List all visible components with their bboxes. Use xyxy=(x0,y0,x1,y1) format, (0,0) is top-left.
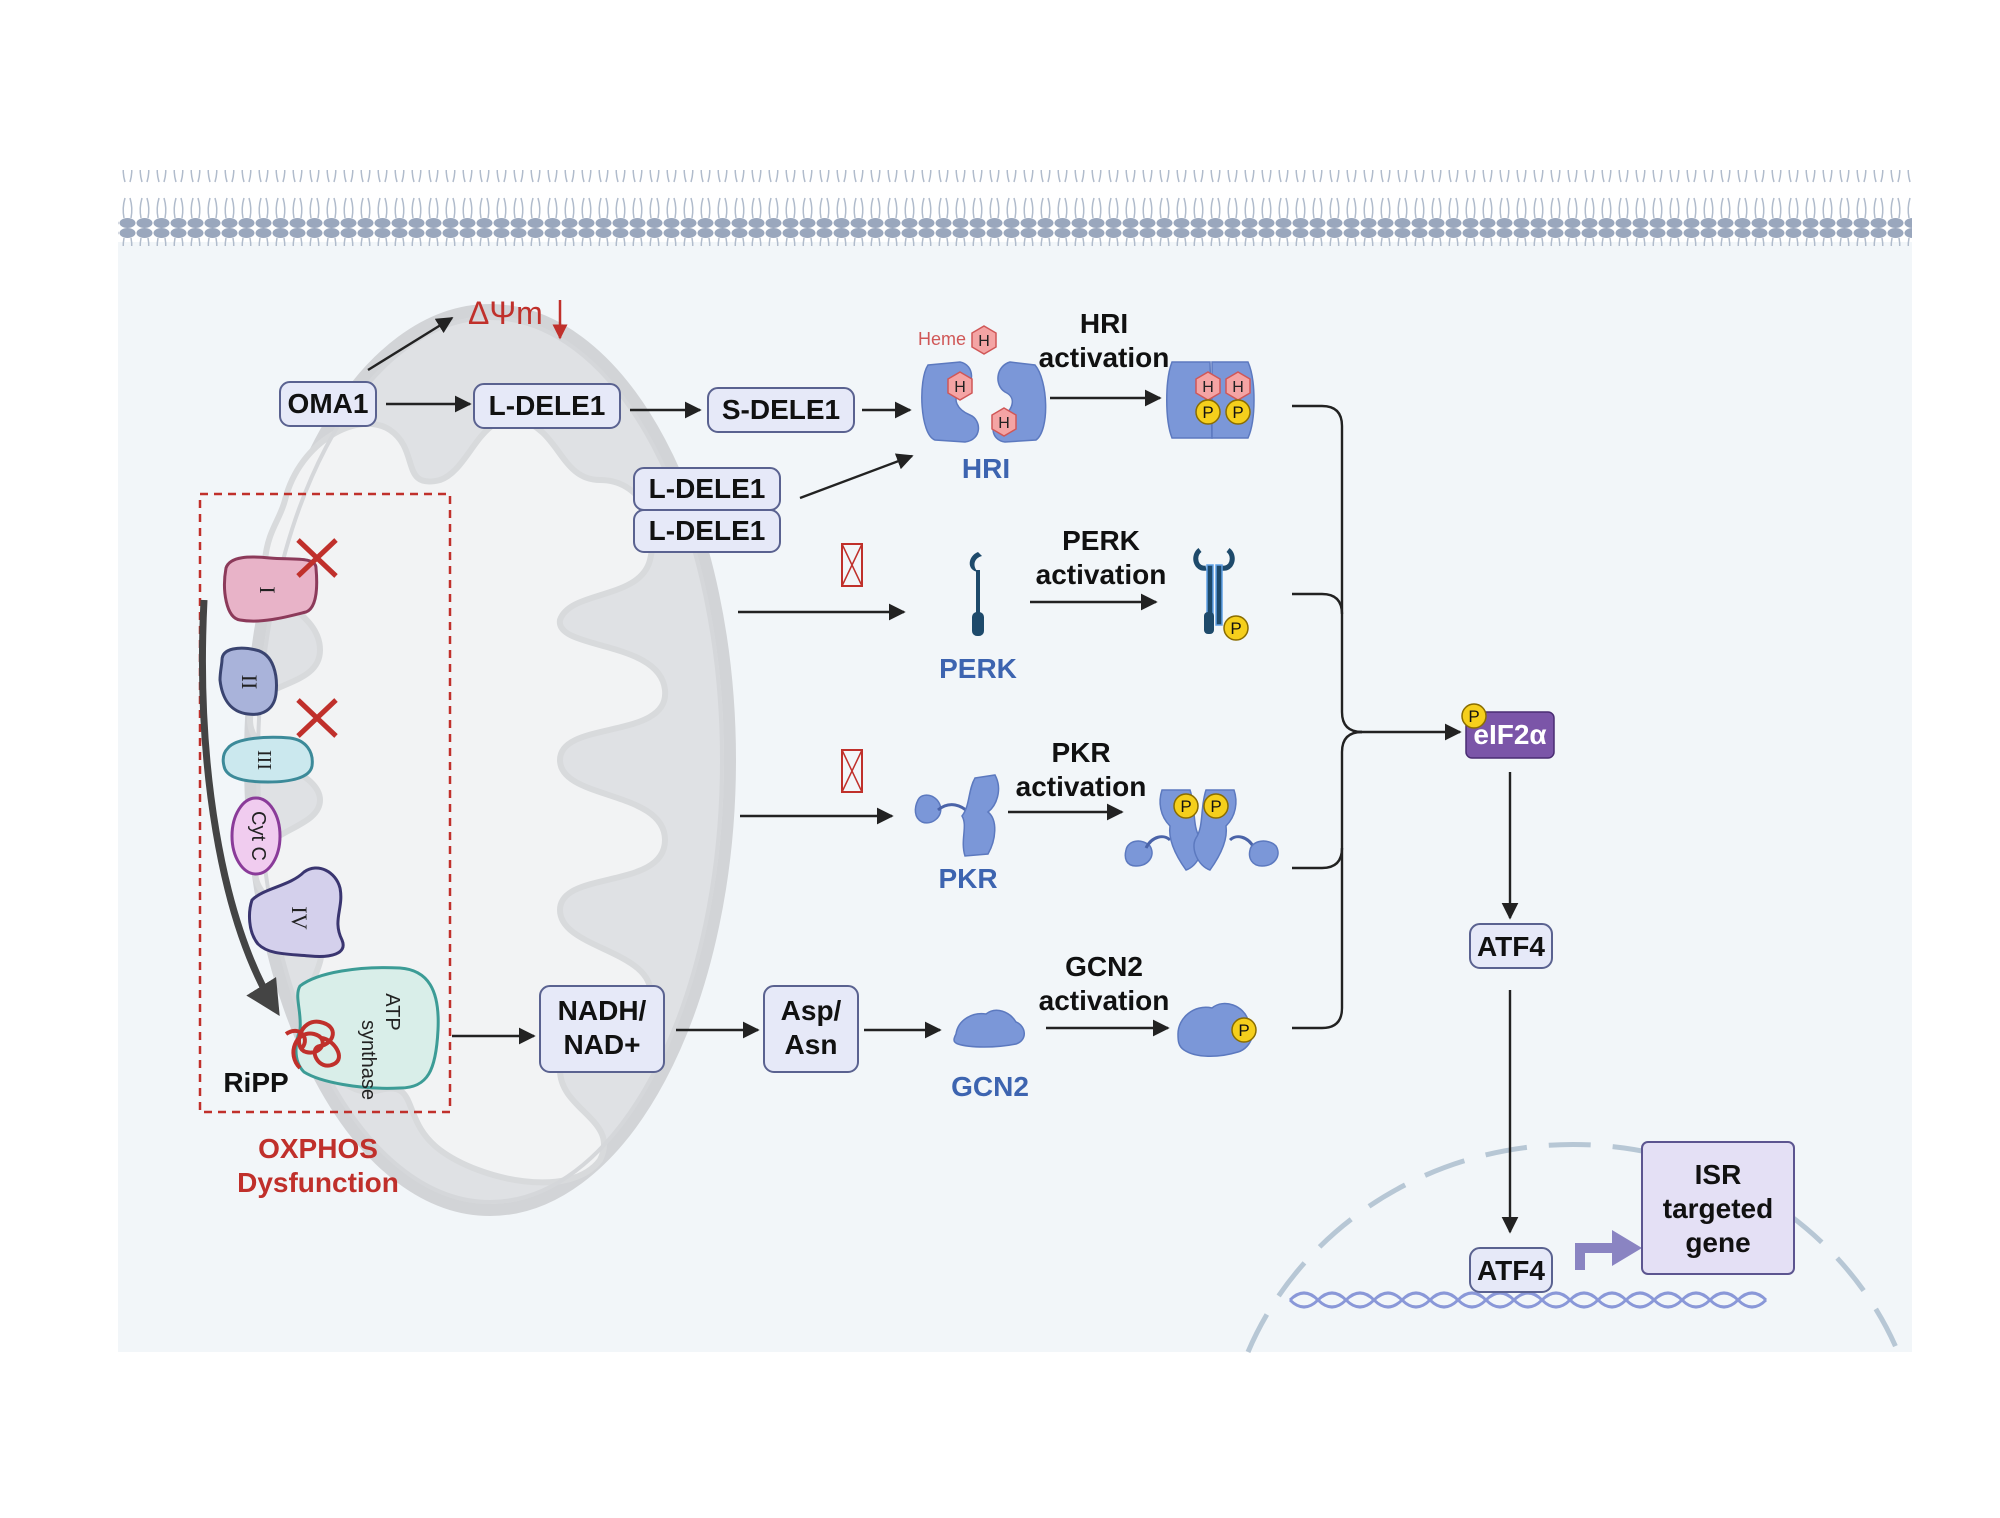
asp-asn-box: Asp/ Asn xyxy=(763,985,859,1073)
perk-activation-line1: PERK xyxy=(1062,525,1140,556)
electron-flow-arrow xyxy=(199,599,280,1016)
heme-icon: H xyxy=(947,371,973,401)
svg-text:NADH/: NADH/ xyxy=(558,995,647,1026)
svg-text:NAD+: NAD+ xyxy=(563,1029,640,1060)
cytochrome-c: Cyt C xyxy=(230,796,282,876)
svg-text:ISR: ISR xyxy=(1695,1159,1742,1190)
perk-label: PERK xyxy=(939,653,1017,684)
complex-iii: III xyxy=(221,735,314,784)
hri-label: HRI xyxy=(962,453,1010,484)
svg-text:OMA1: OMA1 xyxy=(288,388,369,419)
nadh-box: NADH/ NAD+ xyxy=(539,985,665,1073)
svg-text:P: P xyxy=(1210,797,1221,816)
hri-activation-line2: activation xyxy=(1039,342,1170,373)
oxphos-label-line2: Dysfunction xyxy=(237,1167,399,1198)
svg-text:P: P xyxy=(1202,403,1213,422)
svg-text:H: H xyxy=(1232,379,1244,396)
svg-text:P: P xyxy=(1232,403,1243,422)
atf4-nucleus-box: ATF4 xyxy=(1469,1247,1553,1293)
complex-i: I xyxy=(223,555,319,623)
isr-gene-box: ISR targeted gene xyxy=(1641,1141,1795,1275)
svg-text:III: III xyxy=(253,750,275,770)
svg-text:P: P xyxy=(1230,619,1241,638)
arrow-ldele1-dimer-to-hri xyxy=(799,453,914,500)
svg-text:ATF4: ATF4 xyxy=(1477,931,1545,962)
atp-synthase: ATP synthase xyxy=(294,966,440,1100)
phosphate-icon: P xyxy=(1195,399,1221,425)
oma1-box: OMA1 xyxy=(279,381,377,427)
cell-membrane xyxy=(118,170,1912,246)
phosphate-icon: P xyxy=(1225,399,1251,425)
svg-text:H: H xyxy=(1202,379,1214,396)
phosphate-icon: P xyxy=(1461,703,1487,729)
svg-text:P: P xyxy=(1180,797,1191,816)
l-dele1-dimer: L-DELE1 L-DELE1 xyxy=(633,467,781,553)
unknown-symbol-icon xyxy=(841,543,863,587)
svg-text:I: I xyxy=(255,586,280,593)
oxphos-label-line1: OXPHOS xyxy=(258,1133,378,1164)
svg-text:ATF4: ATF4 xyxy=(1477,1255,1545,1286)
eif2a-box: eIF2α xyxy=(1465,711,1555,759)
gcn2-activation-line2: activation xyxy=(1039,985,1170,1016)
svg-text:P: P xyxy=(1238,1021,1249,1040)
transcription-arrow-icon xyxy=(1575,1243,1614,1270)
perk-icon xyxy=(969,552,984,636)
phosphate-icon: P xyxy=(1173,793,1199,819)
svg-text:Asn: Asn xyxy=(785,1029,838,1060)
inhibited-x-icon xyxy=(296,698,338,738)
hri-activation-line1: HRI xyxy=(1080,308,1128,339)
pkr-activation-line2: activation xyxy=(1016,771,1147,802)
pkr-label: PKR xyxy=(938,863,997,894)
gcn2-label: GCN2 xyxy=(951,1071,1029,1102)
pkr-icon xyxy=(914,774,1000,857)
pkr-activation-line1: PKR xyxy=(1051,737,1110,768)
svg-text:S-DELE1: S-DELE1 xyxy=(722,394,840,425)
active-perk-icon xyxy=(1193,548,1235,634)
gcn2-icon xyxy=(953,1009,1025,1048)
l-dele1-box: L-DELE1 xyxy=(473,383,621,429)
svg-text:H: H xyxy=(978,333,990,350)
svg-text:H: H xyxy=(954,379,966,396)
phosphate-icon: P xyxy=(1231,1017,1257,1043)
transcription-arrowhead xyxy=(1612,1230,1642,1266)
heme-icon: H xyxy=(1225,371,1251,401)
complex-iv: IV xyxy=(248,866,345,958)
svg-text:gene: gene xyxy=(1685,1227,1750,1258)
complex-ii: II xyxy=(218,646,278,716)
heme-label: Heme xyxy=(918,329,966,349)
svg-text:IV: IV xyxy=(287,906,312,929)
atf4-cytoplasm-box: ATF4 xyxy=(1469,923,1553,969)
ripp-label: RiPP xyxy=(223,1067,288,1098)
svg-text:targeted: targeted xyxy=(1663,1193,1773,1224)
gcn2-activation-line1: GCN2 xyxy=(1065,951,1143,982)
svg-text:Cyt C: Cyt C xyxy=(247,811,269,861)
svg-text:synthase: synthase xyxy=(357,1020,379,1100)
s-dele1-box: S-DELE1 xyxy=(707,387,855,433)
ripp-peptide-icon xyxy=(284,1019,341,1070)
inhibited-x-icon xyxy=(296,538,338,578)
svg-text:II: II xyxy=(237,675,262,690)
heme-icon: H xyxy=(1195,371,1221,401)
svg-text:L-DELE1: L-DELE1 xyxy=(649,515,766,546)
heme-icon: H xyxy=(971,325,997,355)
phosphate-icon: P xyxy=(1203,793,1229,819)
membrane-potential-label: ΔΨm xyxy=(468,295,543,331)
svg-text:eIF2α: eIF2α xyxy=(1473,719,1546,750)
svg-text:L-DELE1: L-DELE1 xyxy=(649,473,766,504)
svg-text:P: P xyxy=(1468,707,1479,726)
svg-text:L-DELE1: L-DELE1 xyxy=(489,390,606,421)
svg-text:Asp/: Asp/ xyxy=(781,995,842,1026)
perk-activation-line2: activation xyxy=(1036,559,1167,590)
arrow-oma1-to-potential xyxy=(367,316,454,372)
nuclear-envelope xyxy=(1245,1141,1901,1353)
svg-text:H: H xyxy=(998,415,1010,432)
svg-text:ATP: ATP xyxy=(381,993,403,1030)
unknown-symbol-icon xyxy=(841,749,863,793)
heme-icon: H xyxy=(991,407,1017,437)
phosphate-icon: P xyxy=(1223,615,1249,641)
convergence-bracket xyxy=(1292,404,1462,1030)
